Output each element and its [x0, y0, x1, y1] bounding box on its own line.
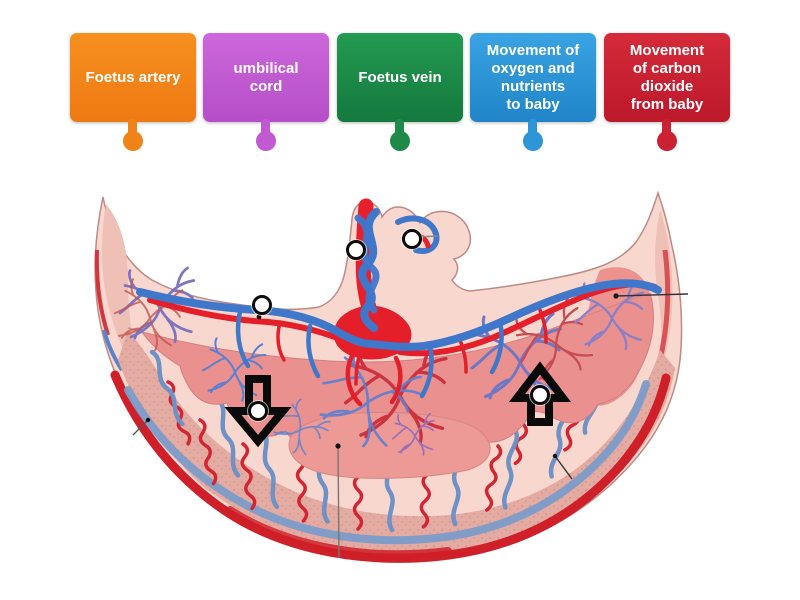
label-text: Foetus artery	[85, 68, 181, 86]
label-pin-stem	[128, 119, 137, 136]
label-pin-stem	[528, 119, 537, 136]
label-umbilical-cord[interactable]: umbilical cord	[203, 33, 329, 122]
label-text: Movement of carbon dioxide from baby	[629, 41, 705, 113]
drop-point-umbilical-cord-knot[interactable]	[402, 229, 422, 249]
label-pin-stem	[261, 119, 270, 136]
label-movement-co2[interactable]: Movement of carbon dioxide from baby	[604, 33, 730, 122]
drop-point-up-arrow[interactable]	[530, 385, 550, 405]
label-pin-dot	[523, 131, 543, 151]
label-pin-dot	[256, 131, 276, 151]
label-pin-stem	[395, 119, 404, 136]
umbilical-cord-vessels	[354, 198, 440, 334]
label-text: umbilical cord	[233, 59, 299, 95]
label-text: Foetus vein	[358, 68, 442, 86]
label-foetus-vein[interactable]: Foetus vein	[337, 33, 463, 122]
label-pin-dot	[390, 131, 410, 151]
drop-point-umbilical-cord-left[interactable]	[346, 240, 366, 260]
maternal-band	[110, 330, 675, 563]
movement-arrows	[224, 361, 572, 448]
label-foetus-artery[interactable]: Foetus artery	[70, 33, 196, 122]
label-pin-stem	[662, 119, 671, 136]
drop-point-down-arrow[interactable]	[248, 401, 268, 421]
drop-point-chorionic-plate[interactable]	[252, 295, 272, 315]
label-movement-oxygen[interactable]: Movement of oxygen and nutrients to baby	[470, 33, 596, 122]
label-pin-dot	[123, 131, 143, 151]
label-pin-dot	[657, 131, 677, 151]
label-text: Movement of oxygen and nutrients to baby	[486, 41, 580, 113]
up-arrow	[508, 361, 572, 426]
down-arrow	[224, 375, 292, 448]
